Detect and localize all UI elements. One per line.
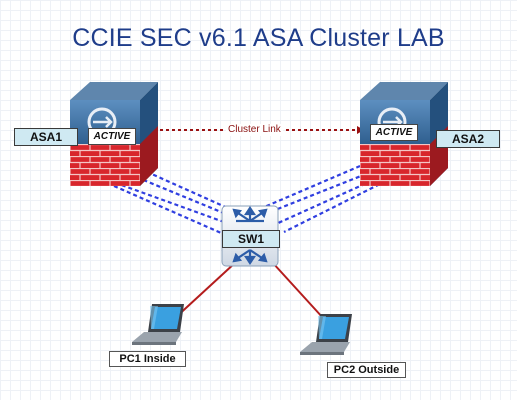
cluster-link-label: Cluster Link	[226, 124, 283, 136]
asa2-state-badge: ACTIVE	[370, 124, 418, 141]
asa2-label: ASA2	[436, 130, 500, 148]
pc1-laptop-icon	[132, 304, 184, 345]
pc2-laptop-icon	[300, 314, 352, 355]
pc1-label: PC1 Inside	[109, 351, 186, 367]
pc2-label: PC2 Outside	[327, 362, 406, 378]
sw1-label: SW1	[222, 230, 280, 248]
asa1-label: ASA1	[14, 128, 78, 146]
asa1-state-badge: ACTIVE	[88, 128, 136, 145]
diagram-title: CCIE SEC v6.1 ASA Cluster LAB	[72, 24, 445, 52]
asa2-sw1-links	[261, 164, 393, 233]
